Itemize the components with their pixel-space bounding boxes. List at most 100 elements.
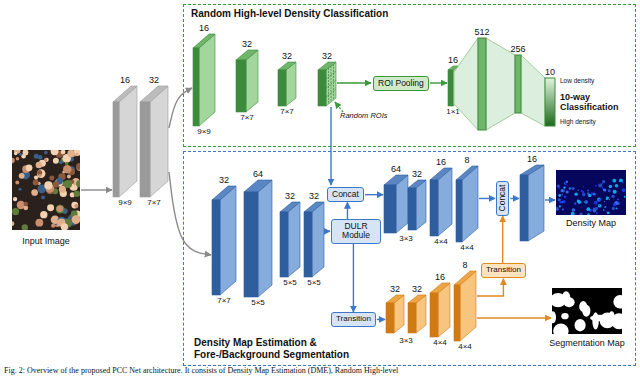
scale-label: Low density [560, 77, 594, 84]
photo-dot [51, 150, 59, 155]
map-dot [572, 187, 575, 190]
photo-dot [19, 153, 22, 156]
photo-dot [23, 150, 29, 155]
density-map-image [556, 170, 626, 215]
map-dot [566, 190, 569, 193]
block-top [113, 86, 137, 102]
block-front [193, 48, 199, 126]
map-dot [606, 197, 609, 200]
process-box: Concat [327, 187, 364, 202]
channel-count: 32 [390, 284, 400, 294]
block-side [416, 180, 426, 230]
layer-block [408, 295, 426, 333]
kernel-size: 4×4 [458, 342, 472, 351]
photo-dot [12, 221, 14, 226]
photo-dot [12, 208, 19, 215]
layer-block [520, 165, 544, 241]
photo-dot [41, 196, 45, 200]
map-dot [595, 185, 597, 187]
map-dot [563, 186, 565, 188]
photo-dot [65, 162, 68, 165]
flow-arrow [325, 231, 330, 232]
map-dot [593, 193, 596, 196]
density-scale-bar [545, 78, 555, 126]
map-blob [562, 291, 570, 303]
photo-dot [37, 169, 46, 178]
photo-dot [19, 188, 22, 191]
photo-dot [44, 158, 48, 162]
photo-dot [44, 151, 48, 155]
map-dot [562, 208, 564, 210]
map-dot [572, 208, 575, 211]
region-box: Density Map Estimation & Fore-/Backgroun… [183, 151, 636, 366]
flow-arrow [430, 82, 447, 83]
map-dot [582, 193, 585, 196]
channel-count: 32 [285, 191, 295, 201]
map-dot [557, 184, 560, 187]
map-blob [552, 311, 556, 323]
block-top [304, 202, 324, 212]
box-label: Concat [332, 190, 359, 199]
map-dot [616, 208, 618, 210]
image-caption: Input Image [22, 236, 70, 246]
flow-arrow [377, 319, 385, 320]
segmentation-map-image [552, 288, 622, 334]
block-front [113, 102, 119, 197]
map-dot [598, 204, 600, 206]
flow-arrow [169, 88, 192, 128]
figure-caption: Fig. 2: Overview of the proposed PCC Net… [4, 367, 398, 376]
region-box: Random High-level Density Classification… [183, 4, 636, 147]
map-dot [596, 212, 598, 214]
kernel-size: 4×4 [434, 237, 448, 246]
process-box: DULR Module [331, 219, 381, 244]
box-label: ROI Pooling [378, 79, 424, 88]
kernel-size: 5×5 [283, 278, 297, 287]
map-dot [588, 194, 591, 197]
photo-dot [34, 175, 38, 179]
block-top [140, 86, 168, 102]
map-dot [559, 205, 561, 207]
map-dot [587, 213, 589, 215]
block-side [528, 165, 544, 241]
layer-block [384, 175, 408, 233]
layer-block [386, 295, 404, 333]
flow-arrow [477, 279, 503, 296]
box-label: Transition [336, 315, 371, 324]
channel-count: 10 [545, 67, 555, 77]
map-dot [619, 178, 623, 182]
channel-count: 32 [322, 51, 332, 61]
block-side [199, 34, 215, 126]
map-dot [599, 199, 601, 201]
map-dot [601, 183, 603, 185]
map-dot [571, 212, 575, 215]
image-caption: Density Map [566, 218, 616, 228]
block-side [288, 202, 300, 277]
channel-count: 8 [464, 155, 469, 165]
photo-dot [67, 175, 71, 179]
block-side [312, 202, 324, 277]
photo-dot [36, 162, 43, 169]
photo-dot [61, 223, 68, 230]
connector-arrow [347, 202, 348, 219]
input-photo [12, 150, 80, 230]
layer-block [430, 168, 452, 236]
map-dot [584, 200, 588, 204]
channel-count: 64 [391, 164, 401, 174]
kernel-size: 7×7 [280, 107, 294, 116]
photo-dot [19, 173, 25, 179]
photo-dot [76, 180, 80, 187]
image-caption: Segmentation Map [549, 338, 625, 348]
flow-arrow [479, 198, 495, 199]
block-top [430, 283, 450, 293]
block-side [246, 50, 258, 112]
channel-count: 32 [219, 175, 229, 185]
map-ground [556, 170, 626, 215]
photo-dot [33, 180, 39, 186]
block-top [408, 180, 426, 188]
box-label: DULR Module [336, 222, 376, 241]
block-top [236, 50, 258, 60]
map-blob [575, 319, 586, 331]
block-front [280, 212, 288, 277]
map-blob [611, 313, 622, 329]
map-dot [563, 187, 565, 189]
